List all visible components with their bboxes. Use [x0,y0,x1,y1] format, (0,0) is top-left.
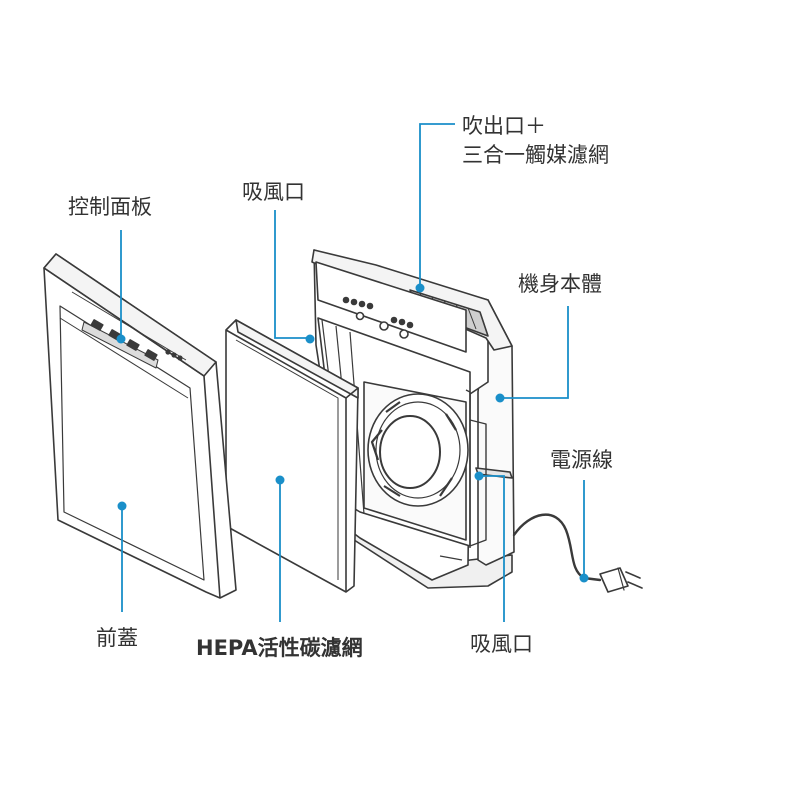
label-air-intake-bottom: 吸風口 [470,632,533,656]
callout-air-intake-top-line [274,210,309,339]
callout-dot-front-cover [117,501,127,511]
callout-lines [120,123,585,622]
callout-outlet-line [419,123,455,286]
label-outlet-line1: 吹出口＋ [462,114,546,138]
label-front-cover: 前蓋 [96,626,138,650]
callout-dot-air-intake-bottom [474,471,484,481]
callout-dots [116,283,589,583]
callout-air-intake-bottom-line [480,475,505,622]
front-cover-panel [43,253,237,599]
callout-dot-outlet [415,283,425,293]
main-body-unit [311,249,515,589]
callout-dot-power-cord [579,573,589,583]
callout-dot-hepa [275,475,285,485]
label-control-panel: 控制面板 [68,195,152,219]
callout-main-body-line [500,306,569,399]
label-air-intake-top: 吸風口 [242,180,305,204]
label-outlet-line2: 三合一觸媒濾網 [462,143,609,167]
callout-dot-main-body [495,393,505,403]
power-cord [512,513,643,593]
label-main-body: 機身本體 [518,272,602,296]
label-power-cord: 電源線 [550,448,613,472]
callout-dot-control-panel [116,334,126,344]
callout-dot-air-intake-top [305,334,315,344]
label-hepa-filter: HEPA活性碳濾網 [196,636,363,660]
